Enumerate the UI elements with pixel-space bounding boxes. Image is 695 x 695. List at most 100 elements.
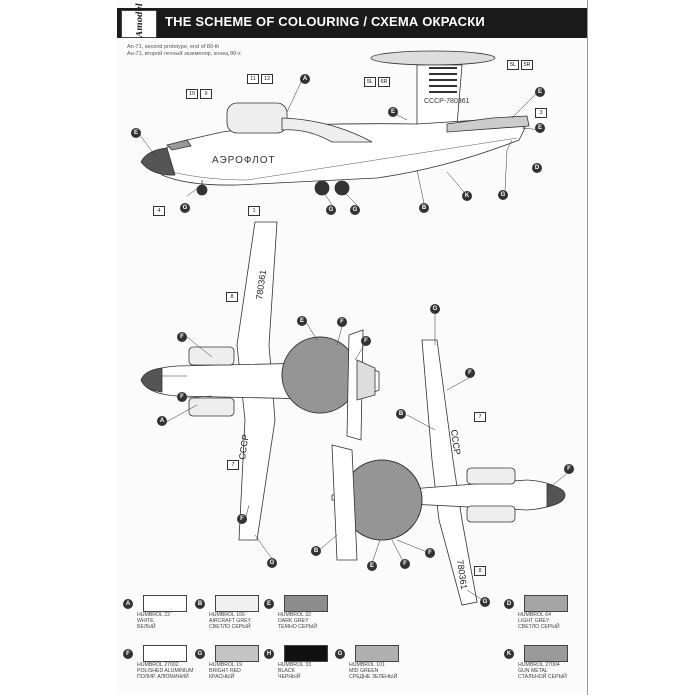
callout-side: E — [388, 107, 398, 117]
part-number-box: 5R — [521, 60, 533, 70]
callout-side: G — [326, 205, 336, 215]
callout-side: D — [532, 163, 542, 173]
legend-code: A — [123, 599, 133, 609]
aircraft-note-ru: Ан-71, второй летный экземпляр, конец 80… — [127, 51, 241, 57]
engine-nacelle-side — [226, 102, 288, 134]
callout-side: E — [535, 87, 545, 97]
legend-brand: HUMBROL 32 — [278, 612, 311, 618]
callout-top: G — [267, 558, 277, 568]
legend-code: D — [504, 599, 514, 609]
callout-side: K — [462, 191, 472, 201]
aircraft-drawings: 780361 СССР СССР 780361 — [138, 50, 572, 606]
legend-brand: HUMBROL 27004 — [518, 662, 560, 668]
legend-swatch — [284, 645, 328, 662]
wing-registration-bottom: 780361 — [455, 559, 469, 590]
legend-swatch — [524, 645, 568, 662]
legend-swatch — [524, 595, 568, 612]
legend-brand: HUMBROL 33 — [278, 662, 311, 668]
legend-swatch — [215, 645, 259, 662]
header-bar: Amodel THE SCHEME OF COLOURING / СХЕМА О… — [117, 3, 587, 38]
wing-country-top: СССР — [237, 434, 250, 461]
legend-swatch — [143, 595, 187, 612]
part-number-box: 11 — [247, 74, 259, 84]
callout-bottom: B — [396, 409, 406, 419]
legend-name-ru: ПОЛИР. АЛЮМИНИЙ — [137, 674, 189, 680]
callout-top: F — [177, 332, 187, 342]
legend-name-en: BRIGHT RED — [209, 668, 241, 674]
legend-brand: HUMBROL 27002 — [137, 662, 179, 668]
callout-top: F — [337, 317, 347, 327]
legend-name-en: LIGHT GREY — [518, 618, 550, 624]
legend-brand: HUMBROL 19 — [209, 662, 242, 668]
callout-side: E — [131, 128, 141, 138]
callout-bottom: F — [425, 548, 435, 558]
registration-lettering: СССР-780361 — [424, 98, 470, 105]
legend-name-ru: СТАЛЬНОЙ СЕРЫЙ — [518, 674, 567, 680]
callout-side: E — [535, 123, 545, 133]
nose-radome — [140, 147, 176, 176]
callout-top: A — [157, 416, 167, 426]
part-number-box: 10 — [186, 89, 198, 99]
part-number-box: 7 — [474, 412, 486, 422]
legend-name-ru: СВЕТЛО СЕРЫЙ — [209, 624, 251, 630]
legend-brand: HUMBROL 166 — [209, 612, 245, 618]
legend-name-en: WHITE — [137, 618, 154, 624]
nose-wheel — [196, 184, 208, 196]
callout-top: F — [361, 336, 371, 346]
aircraft-note-en: An-71, second prototype, end of 80-th — [127, 44, 220, 50]
callout-side: A — [300, 74, 310, 84]
part-number-box: 12 — [261, 74, 273, 84]
part-number-box: 5L — [507, 60, 519, 70]
callout-side: B — [419, 203, 429, 213]
legend-code: H — [264, 649, 274, 659]
callout-side: G — [180, 203, 190, 213]
legend-name-ru: БЕЛЫЙ — [137, 624, 156, 630]
legend-name-ru: ТЕМНО СЕРЫЙ — [278, 624, 318, 630]
legend-swatch — [355, 645, 399, 662]
callout-top: F — [177, 392, 187, 402]
bottom-view: СССР 780361 — [331, 339, 566, 606]
callout-top: F — [237, 514, 247, 524]
legend-brand: HUMBROL 22 — [137, 612, 170, 618]
wing-bottom — [421, 339, 478, 606]
legend-name-ru: СВЕТЛО СЕРЫЙ — [518, 624, 560, 630]
airline-lettering: АЭРОФЛОТ — [212, 155, 276, 166]
legend-swatch — [284, 595, 328, 612]
legend-name-ru: КРАСНЫЙ — [209, 674, 235, 680]
part-number-box: 4 — [153, 206, 165, 216]
legend-brand: HUMBROL 101 — [349, 662, 385, 668]
callout-bottom: E — [367, 561, 377, 571]
callout-bottom: B — [311, 546, 321, 556]
legend-code: F — [123, 649, 133, 659]
legend-name-en: AIRCRAFT GREY — [209, 618, 251, 624]
main-wheel — [314, 180, 330, 196]
part-number-box: 9 — [200, 89, 212, 99]
wing-country-bottom: СССР — [449, 429, 462, 456]
instruction-sheet: Amodel THE SCHEME OF COLOURING / СХЕМА О… — [117, 0, 588, 695]
legend-swatch — [143, 645, 187, 662]
legend-name-en: GUN METAL — [518, 668, 548, 674]
legend-name-ru: СРЕДНЕ ЗЕЛЕНЫЙ — [349, 674, 398, 680]
callout-top: E — [297, 316, 307, 326]
part-number-box: 5L — [364, 77, 376, 87]
legend-name-en: MID GREEN — [349, 668, 379, 674]
callout-side: G — [498, 190, 508, 200]
callout-bottom: F — [465, 368, 475, 378]
callout-side: G — [350, 205, 360, 215]
legend-swatch — [215, 595, 259, 612]
wing-registration-top: 780361 — [254, 269, 268, 300]
legend-name-en: BLACK — [278, 668, 296, 674]
legend-code: B — [195, 599, 205, 609]
side-view — [140, 50, 530, 196]
rotodome-side — [370, 50, 496, 66]
callout-bottom: G — [430, 304, 440, 314]
part-number-box: 7 — [227, 460, 239, 470]
legend-brand: HUMBROL 64 — [518, 612, 551, 618]
